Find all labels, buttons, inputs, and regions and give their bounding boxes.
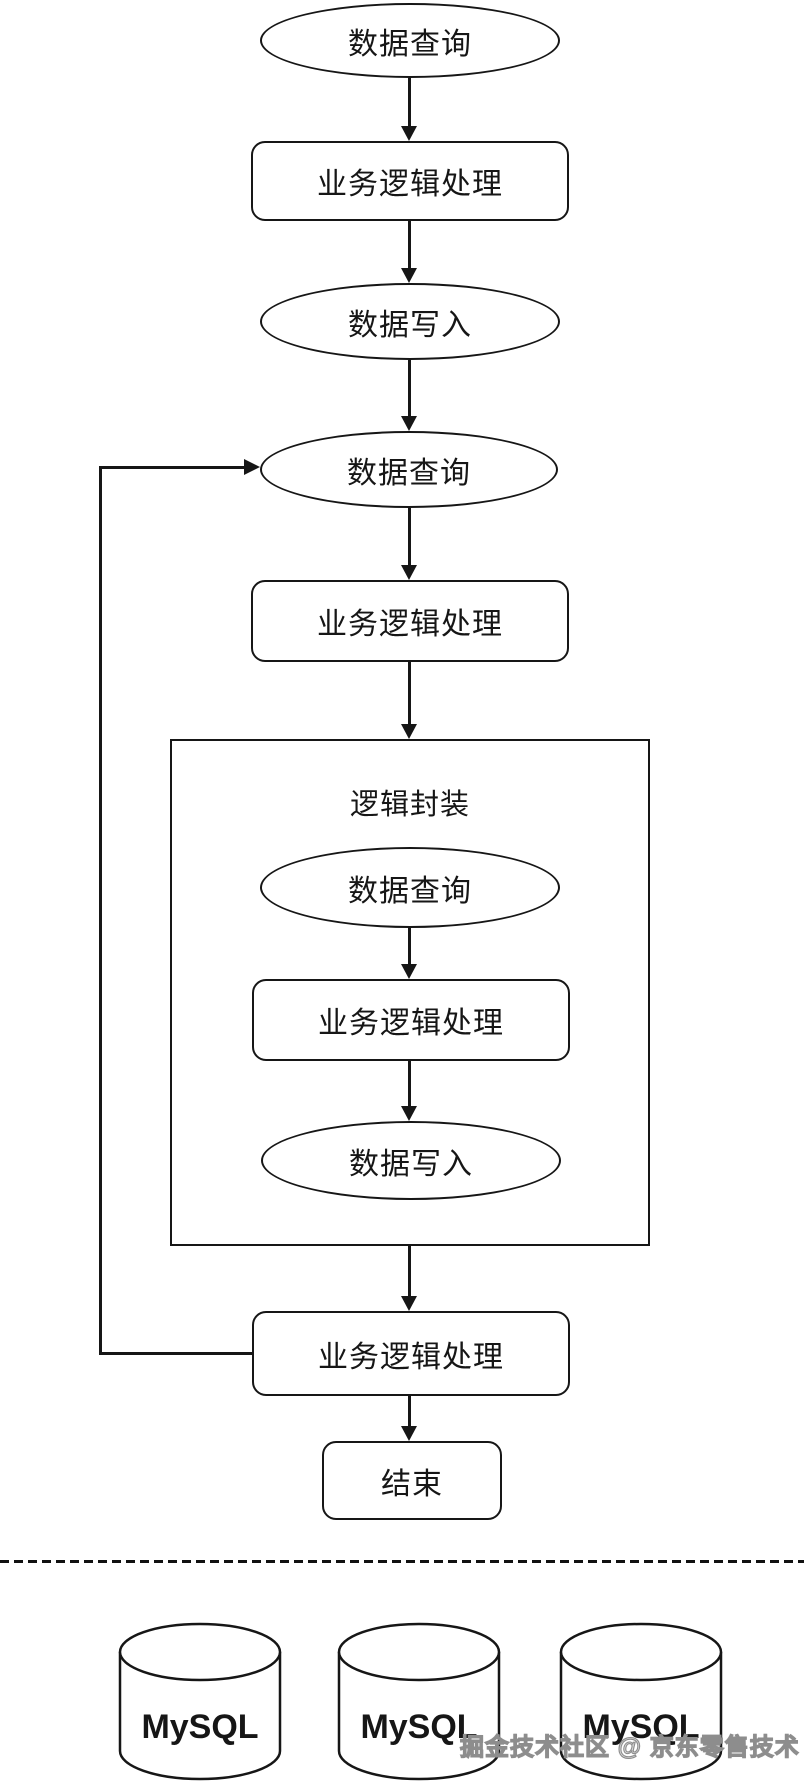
connector-line-3 [408,360,411,417]
flow-node-data-write-2: 数据写入 [261,1121,561,1200]
connector-line-9 [408,1396,411,1427]
arrowhead-down-5 [401,724,417,739]
connector-line-8 [408,1246,411,1297]
flow-node-business-logic-1: 业务逻辑处理 [251,141,569,221]
flow-node-data-query-3: 数据查询 [260,847,560,928]
loop-connector-vertical-segment [99,466,102,1354]
arrowhead-down-9 [401,1426,417,1441]
flow-node-business-logic-3: 业务逻辑处理 [252,979,570,1061]
database-label-1: MySQL [141,1708,259,1746]
connector-line-4 [408,508,411,566]
flow-node-data-query-2: 数据查询 [260,431,558,508]
watermark-text: 掘金技术社区 @ 京东零售技术 [459,1733,800,1761]
database-cylinder-3 [559,1622,723,1781]
dashed-separator-line [0,1560,804,1563]
arrowhead-down-8 [401,1296,417,1311]
database-label-3: MySQL [582,1708,700,1746]
flow-node-business-logic-4: 业务逻辑处理 [252,1311,570,1396]
database-cylinder-1 [118,1622,282,1781]
arrowhead-down-7 [401,1106,417,1121]
arrowhead-down-2 [401,268,417,283]
connector-line-6 [408,928,411,965]
database-label-2: MySQL [360,1708,478,1746]
flow-node-data-write-1: 数据写入 [260,283,560,360]
arrowhead-down-6 [401,964,417,979]
connector-line-7 [408,1061,411,1107]
connector-line-1 [408,78,411,127]
flow-node-data-query-1: 数据查询 [260,3,560,78]
connector-line-5 [408,662,411,725]
arrowhead-down-3 [401,416,417,431]
flow-node-business-logic-2: 业务逻辑处理 [251,580,569,662]
loop-connector-bottom-segment [99,1352,252,1355]
database-cylinder-2 [337,1622,501,1781]
group-box-title: 逻辑封装 [349,789,470,821]
flow-node-end: 结束 [322,1441,502,1520]
arrowhead-down-4 [401,565,417,580]
connector-line-2 [408,221,411,269]
arrowhead-down-1 [401,126,417,141]
arrowhead-right-loop [244,459,260,475]
loop-connector-top-segment [99,466,244,469]
